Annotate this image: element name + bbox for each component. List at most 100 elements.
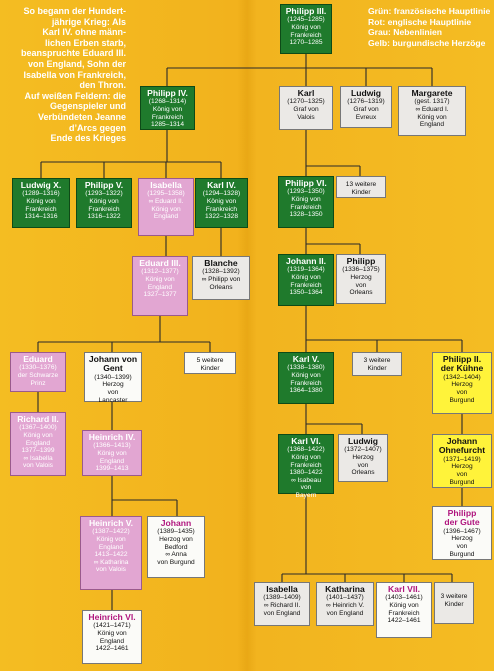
person-name: Karl V. [292, 354, 320, 364]
person-philipp-ii-kuehne: Philipp II. der Kühne (1342–1404) Herzog… [432, 352, 492, 414]
person-karl-vii: Karl VII. (1403–1461) König von Frankrei… [376, 582, 432, 638]
intro-line: von England, Sohn der [27, 58, 126, 69]
person-detail: (1342–1404) Herzog von Burgund [443, 373, 481, 404]
legend-green: Grün: französische Hauptlinie [368, 6, 491, 16]
person-detail: (1340–1399) Herzog von Lancaster [94, 373, 132, 404]
person-philipp-der-gute: Philipp der Gute (1396–1467) Herzog von … [432, 506, 492, 560]
intro-line: Verbündeten Jeanne [37, 111, 126, 122]
person-detail: (1289–1316) König von Frankreich 1314–13… [22, 190, 60, 221]
person-name: Isabella [266, 584, 298, 594]
person-detail: (1396–1467) Herzog von Burgund [443, 527, 481, 558]
person-detail: 13 weitere Kinder [345, 181, 377, 196]
person-karl-v: Karl V. (1338–1380) König von Frankreich… [278, 352, 334, 404]
person-detail: (1387–1422) König von England 1413–1422 … [92, 528, 130, 574]
person-johann-bedford: Johann (1389–1435) Herzog von Bedford ∞ … [147, 516, 205, 578]
person-name: Johann von Gent [88, 354, 138, 374]
person-detail: (1276–1319) Graf von Evreux [347, 98, 385, 121]
intro-line: beanspruchte Eduard III. [20, 48, 126, 59]
person-detail: (1336–1375) Herzog von Orleans [342, 266, 380, 297]
person-name: Karl [297, 88, 315, 98]
person-name: Philipp II. der Kühne [440, 354, 484, 374]
person-name: Johann [160, 518, 192, 528]
person-name: Heinrich IV. [88, 432, 136, 442]
person-philipp-orleans: Philipp (1336–1375) Herzog von Orleans [336, 254, 386, 304]
person-detail: (1294–1328) König von Frankreich 1322–13… [202, 190, 241, 221]
legend-red: Rot: englische Hauptlinie [368, 16, 472, 27]
person-name: Richard II. [17, 414, 59, 424]
person-name: Philipp V. [84, 180, 124, 190]
person-karl-valois: Karl (1270–1325) Graf von Valois [279, 86, 333, 130]
intro-text: So begann der Hundert- jährige Krieg: Al… [4, 6, 126, 144]
intro-line: d’Arcs gegen [68, 122, 126, 133]
person-name: Karl VII. [388, 584, 420, 594]
person-detail: (1245–1285) König von Frankreich 1270–12… [287, 16, 325, 47]
color-legend: Grün: französische Hauptlinie Rot: engli… [368, 6, 492, 48]
person-detail: (1366–1413) König von England 1399–1413 [93, 442, 131, 473]
intro-line: lichen Erben starb, [44, 37, 126, 48]
person-philipp-iii: Philipp III. (1245–1285) König von Frank… [280, 4, 332, 54]
person-3-weitere-kinder: 3 weitere Kinder [352, 352, 402, 376]
person-detail: (1293–1350) König von Frankreich 1328–13… [287, 188, 325, 219]
person-detail: (1312–1377) König von England 1327–1377 [141, 268, 179, 299]
intro-line: Ende des Krieges [50, 133, 126, 144]
person-heinrich-v: Heinrich V. (1387–1422) König von Englan… [80, 516, 142, 590]
person-johann-von-gent: Johann von Gent (1340–1399) Herzog von L… [84, 352, 142, 404]
person-name: Karl VI. [291, 436, 321, 446]
person-detail: 3 weitere Kinder [363, 357, 391, 372]
person-johann-ii: Johann II. (1319–1364) König von Frankre… [278, 254, 334, 306]
person-detail: (1389–1409) ∞ Richard II. von England [263, 594, 301, 617]
person-name: Ludwig [350, 88, 382, 98]
person-detail: (1368–1422) König von Frankreich 1380–14… [287, 446, 325, 499]
person-name: Margarete [411, 88, 453, 98]
person-margarete: Margarete (gest. 1317) ∞ Eduard I. König… [398, 86, 466, 136]
legend-yellow: Gelb: burgundische Herzöge [368, 37, 486, 48]
person-name: Katharina [325, 584, 365, 594]
person-detail: (1330–1376) der Schwarze Prinz [17, 364, 59, 387]
person-karl-iv: Karl IV. (1294–1328) König von Frankreic… [195, 178, 248, 228]
person-detail: 3 weitere Kinder [440, 593, 468, 608]
intro-line: Karl IV. ohne männ- [42, 27, 126, 38]
intro-line: So begann der Hundert- [23, 6, 126, 16]
person-5-weitere-kinder: 5 weitere Kinder [184, 352, 236, 374]
person-detail: (1338–1380) König von Frankreich 1364–13… [287, 364, 325, 395]
person-ludwig-orleans: Ludwig (1372–1407) Herzog von Orleans [338, 434, 388, 482]
legend-gray: Grau: Nebenlinien [368, 27, 443, 38]
person-name: Eduard [23, 354, 53, 364]
person-isabella-valois: Isabella (1389–1409) ∞ Richard II. von E… [254, 582, 310, 626]
person-philipp-v: Philipp V. (1293–1322) König von Frankre… [76, 178, 132, 228]
person-detail: (1403–1461) König von Frankreich 1422–14… [385, 594, 423, 625]
person-13-weitere-kinder: 13 weitere Kinder [336, 176, 386, 198]
person-name: Eduard III. [139, 258, 181, 268]
person-eduard-iii: Eduard III. (1312–1377) König von Englan… [132, 256, 188, 316]
person-name: Karl IV. [207, 180, 236, 190]
person-detail: (1371–1419) Herzog von Burgund [443, 455, 481, 486]
person-name: Ludwig [347, 436, 379, 446]
person-name: Ludwig X. [20, 180, 62, 190]
person-blanche: Blanche (1328–1392) ∞ Philipp von Orlean… [192, 256, 250, 300]
intro-line: Auf weißen Feldern: die [24, 90, 126, 101]
person-isabella-frankreich: Isabella (1295–1358) ∞ Eduard II. König … [138, 178, 194, 236]
person-johann-ohnefurcht: Johann Ohnefurcht (1371–1419) Herzog von… [432, 434, 492, 488]
person-detail: (1319–1364) König von Frankreich 1350–13… [287, 266, 325, 297]
person-katharina: Katharina (1401–1437) ∞ Heinrich V. von … [316, 582, 374, 626]
person-detail: (1268–1314) König von Frankreich 1285–13… [148, 98, 187, 129]
person-name: Philipp IV. [147, 88, 188, 98]
person-eduard-schwarzer-prinz: Eduard (1330–1376) der Schwarze Prinz [10, 352, 66, 392]
person-detail: (1421–1471) König von England 1422–1461 [93, 622, 131, 653]
person-detail: (1293–1322) König von Frankreich 1316–13… [85, 190, 123, 221]
person-karl-vi: Karl VI. (1368–1422) König von Frankreic… [278, 434, 334, 499]
person-detail: (1401–1437) ∞ Heinrich V. von England [325, 594, 365, 617]
person-detail: (1295–1358) ∞ Eduard II. König von Engla… [147, 190, 185, 221]
person-name: Philipp VI. [285, 178, 327, 188]
person-detail: 5 weitere Kinder [196, 357, 224, 372]
person-detail: (1270–1325) Graf von Valois [287, 98, 325, 121]
person-name: Isabella [150, 180, 182, 190]
person-name: Heinrich V. [88, 518, 134, 528]
person-philipp-iv: Philipp IV. (1268–1314) König von Frankr… [140, 86, 195, 130]
person-detail: (gest. 1317) ∞ Eduard I. König von Engla… [414, 98, 450, 129]
person-detail: (1328–1392) ∞ Philipp von Orleans [201, 268, 241, 291]
person-heinrich-iv: Heinrich IV. (1366–1413) König von Engla… [82, 430, 142, 476]
person-detail: (1372–1407) Herzog von Orleans [344, 446, 382, 477]
